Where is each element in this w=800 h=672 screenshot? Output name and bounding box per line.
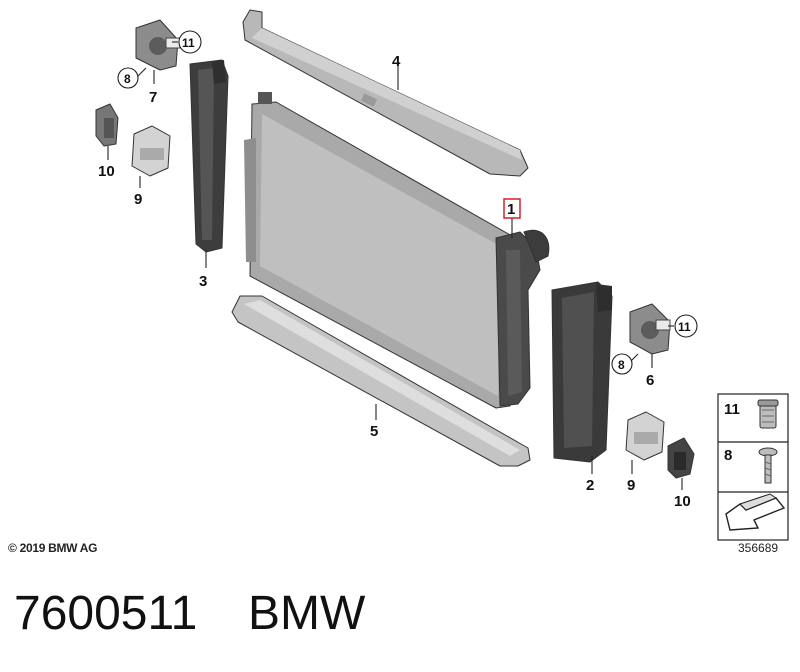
callout-11-right[interactable]: 11 bbox=[678, 320, 691, 334]
drawing-number: 356689 bbox=[738, 541, 779, 555]
part-2-right-side-panel bbox=[551, 281, 613, 463]
callout-10-right[interactable]: 10 bbox=[674, 493, 691, 510]
callout-1[interactable]: 1 bbox=[507, 201, 515, 218]
callout-7[interactable]: 7 bbox=[149, 89, 157, 106]
part-6-bracket bbox=[629, 303, 671, 355]
part-7-bracket bbox=[135, 19, 181, 71]
part-9-mount-right bbox=[625, 411, 665, 461]
copyright-notice: © 2019 BMW AG bbox=[8, 541, 98, 555]
callout-9-left[interactable]: 9 bbox=[134, 191, 142, 208]
part-10-clip-right bbox=[667, 437, 695, 479]
callout-8-right[interactable]: 8 bbox=[618, 358, 625, 372]
callout-11-top[interactable]: 11 bbox=[182, 36, 195, 50]
legend-key-11: 11 bbox=[724, 401, 740, 418]
callout-1-highlight-box bbox=[503, 198, 521, 219]
part-3-left-side-panel bbox=[189, 59, 229, 253]
callout-4[interactable]: 4 bbox=[392, 53, 401, 70]
callout-5[interactable]: 5 bbox=[370, 423, 378, 440]
fastener-legend: 11 8 bbox=[717, 393, 789, 541]
part-10-clip-left bbox=[95, 103, 119, 147]
callout-9-right[interactable]: 9 bbox=[627, 477, 635, 494]
screw-icon bbox=[758, 447, 778, 484]
callout-3[interactable]: 3 bbox=[199, 273, 207, 290]
brand-name: BMW bbox=[248, 587, 366, 640]
callout-2[interactable]: 2 bbox=[586, 477, 594, 494]
part-number: 7600511 bbox=[14, 587, 198, 640]
part-9-mount-left bbox=[131, 125, 171, 177]
callout-6[interactable]: 6 bbox=[646, 372, 654, 389]
part-1-radiator bbox=[244, 92, 550, 409]
legend-key-8: 8 bbox=[724, 447, 732, 464]
part-5-lower-air-duct bbox=[231, 295, 531, 467]
part-4-upper-air-duct bbox=[242, 9, 529, 177]
rivet-nut-icon bbox=[757, 399, 779, 429]
callout-8-top[interactable]: 8 bbox=[124, 72, 131, 86]
arrow-direction-icon bbox=[725, 493, 786, 531]
callout-10-left[interactable]: 10 bbox=[98, 163, 115, 180]
